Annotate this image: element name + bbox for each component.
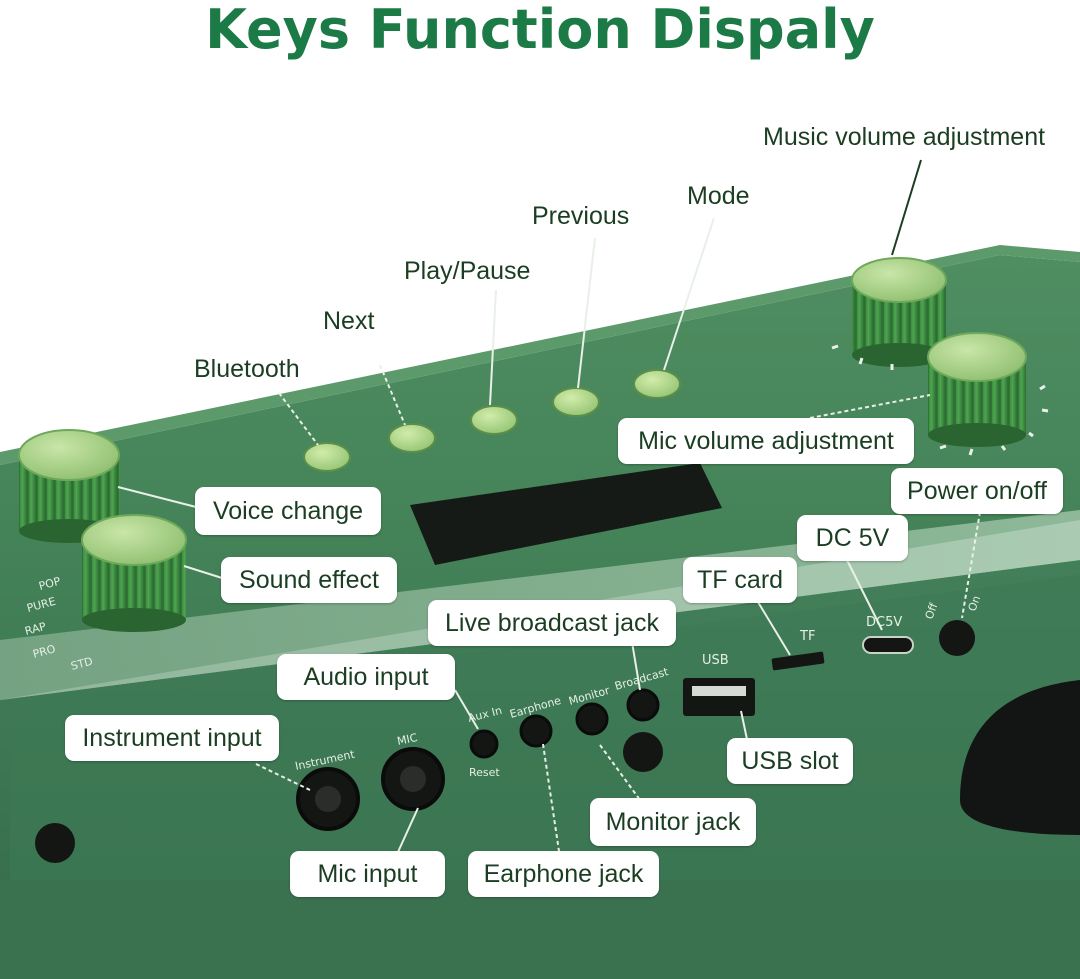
music-volume-knob[interactable] xyxy=(851,257,947,367)
play-pause-button[interactable] xyxy=(470,405,518,435)
label-next: Next xyxy=(323,307,375,335)
label-bluetooth: Bluetooth xyxy=(194,355,300,383)
effect-std: STD xyxy=(69,655,94,673)
caption-on: On xyxy=(966,594,984,613)
caption-tf: TF xyxy=(799,629,815,644)
label-power: Power on/off xyxy=(891,468,1063,514)
label-live-broadcast: Live broadcast jack xyxy=(428,600,676,646)
port-round xyxy=(623,732,663,772)
knob-ticks xyxy=(831,344,1049,456)
label-instrument-input: Instrument input xyxy=(65,715,279,761)
lcd-display xyxy=(410,463,722,565)
caption-off: Off xyxy=(923,601,941,621)
label-mic-volume: Mic volume adjustment xyxy=(618,418,914,464)
bluetooth-button[interactable] xyxy=(303,442,351,472)
label-audio-input: Audio input xyxy=(277,654,455,700)
monitor-jack-port[interactable] xyxy=(575,702,609,736)
label-monitor-jack: Monitor jack xyxy=(590,798,756,846)
leader-lines xyxy=(117,159,981,859)
power-switch[interactable] xyxy=(939,620,975,656)
usb-port[interactable] xyxy=(683,678,755,716)
mic-volume-knob[interactable] xyxy=(927,332,1027,447)
caption-dc5v: DC5V xyxy=(866,615,902,630)
broadcast-jack-port[interactable] xyxy=(626,688,660,722)
label-mic-input: Mic input xyxy=(290,851,445,897)
effect-pro: PRO xyxy=(31,642,57,661)
label-play-pause: Play/Pause xyxy=(404,257,531,285)
tf-slot[interactable] xyxy=(771,651,825,671)
label-music-volume: Music volume adjustment xyxy=(763,123,1046,151)
label-earphone-jack: Earphone jack xyxy=(468,851,659,897)
caption-reset: Reset xyxy=(469,766,500,779)
label-usb-slot: USB slot xyxy=(727,738,853,784)
handle-slot xyxy=(960,680,1080,835)
label-mode: Mode xyxy=(687,182,750,210)
sound-effect-knob[interactable] xyxy=(81,514,187,632)
page-title: Keys Function Dispaly xyxy=(205,0,875,61)
caption-mic: MIC xyxy=(396,731,419,748)
aux-in-jack[interactable] xyxy=(469,729,499,759)
earphone-jack-port[interactable] xyxy=(519,714,553,748)
label-sound-effect: Sound effect xyxy=(221,557,397,603)
label-voice-change: Voice change xyxy=(195,487,381,535)
label-tf-card: TF card xyxy=(683,557,797,603)
front-jacks xyxy=(296,620,975,831)
effect-pop: POP xyxy=(37,575,62,593)
top-buttons xyxy=(303,369,681,472)
mode-button[interactable] xyxy=(633,369,681,399)
previous-button[interactable] xyxy=(552,387,600,417)
next-button[interactable] xyxy=(388,423,436,453)
foot-left xyxy=(35,823,75,863)
label-dc5v: DC 5V xyxy=(797,515,908,561)
dc5v-port[interactable] xyxy=(862,636,914,654)
voice-change-knob[interactable] xyxy=(18,429,120,543)
effect-rap: RAP xyxy=(23,620,47,638)
label-previous: Previous xyxy=(532,202,630,230)
caption-usb: USB xyxy=(702,653,729,668)
